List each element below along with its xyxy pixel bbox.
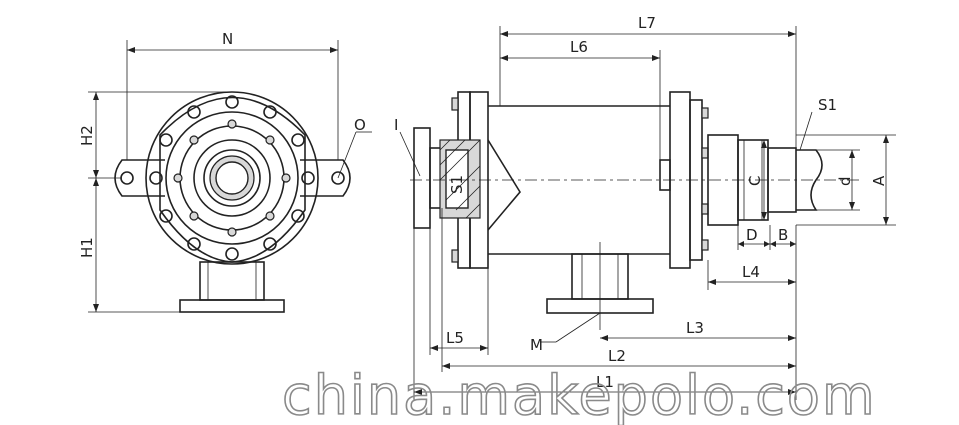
dimension-labels: N O H2 H1 I S1 S1 L7 L6 A d C D B L4 L3 … — [78, 14, 888, 391]
right-lug — [300, 159, 351, 197]
label-L7: L7 — [638, 14, 656, 32]
left-lug — [114, 159, 165, 197]
label-L2: L2 — [608, 347, 626, 365]
front-view — [88, 40, 372, 313]
label-L1: L1 — [596, 373, 614, 391]
label-O: O — [354, 116, 366, 134]
left-end-cap — [413, 127, 431, 229]
side-view — [399, 26, 896, 400]
label-L5: L5 — [446, 329, 464, 347]
label-L6: L6 — [570, 38, 588, 56]
label-S1-left: S1 — [448, 175, 466, 194]
left-lug-hole — [120, 171, 134, 185]
label-D: D — [746, 226, 758, 244]
inner-bolts — [173, 119, 291, 237]
bottom-flange — [179, 299, 285, 313]
label-H1: H1 — [78, 237, 96, 258]
label-B: B — [778, 226, 788, 244]
body-outline — [159, 96, 306, 263]
watermark: china.makepolo.com — [282, 364, 877, 425]
label-N: N — [222, 30, 233, 48]
label-L4: L4 — [742, 263, 760, 281]
label-S1-right: S1 — [818, 96, 837, 114]
label-A: A — [870, 175, 888, 186]
label-M: M — [530, 336, 543, 354]
label-I: I — [394, 116, 398, 134]
right-lug-hole — [331, 171, 345, 185]
shaft — [796, 149, 823, 211]
label-L3: L3 — [686, 319, 704, 337]
label-d: d — [836, 176, 854, 186]
label-H2: H2 — [78, 125, 96, 146]
label-C: C — [746, 176, 764, 186]
bottom-neck — [199, 261, 265, 301]
outer-bolt-holes — [149, 95, 315, 261]
